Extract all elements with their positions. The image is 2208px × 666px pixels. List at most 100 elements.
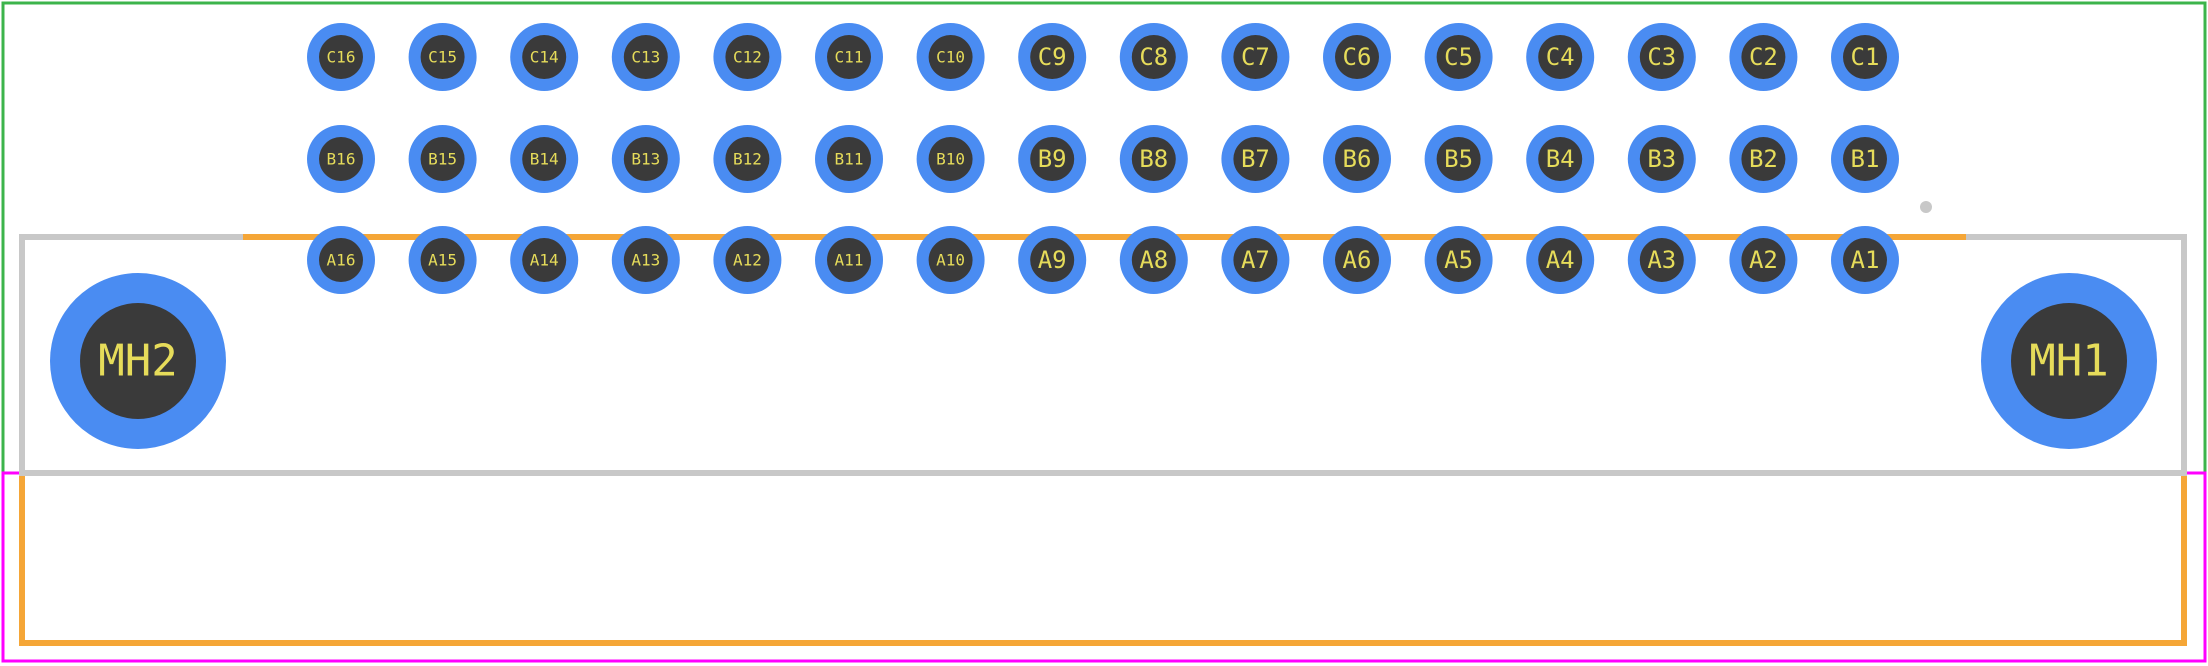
pad-hole: [725, 35, 770, 79]
pad-b9: B9: [1018, 125, 1087, 193]
pad-hole: [725, 137, 770, 181]
silkscreen-outline: [19, 234, 2187, 476]
pad-hole: [1538, 238, 1583, 282]
pad-hole: [1233, 137, 1278, 181]
pad-a8: A8: [1119, 226, 1188, 294]
pad-a3: A3: [1627, 226, 1696, 294]
pad-hole: [1741, 137, 1786, 181]
pad-a1: A1: [1831, 226, 1899, 294]
courtyard-outline-bottom: [1, 471, 2207, 663]
pad-label: C14: [530, 48, 559, 67]
pad-c13: C13: [611, 23, 680, 91]
pad-hole: [1843, 137, 1887, 181]
pad-hole: [928, 35, 973, 79]
pad-hole: [420, 137, 465, 181]
pad-label: A10: [936, 251, 965, 270]
pad-hole: [1131, 238, 1176, 282]
pad-a6: A6: [1323, 226, 1391, 294]
pad-hole: [522, 35, 567, 79]
pad-a13: A13: [611, 226, 680, 294]
pad-label: A2: [1749, 246, 1778, 274]
pad-b3: B3: [1627, 125, 1696, 193]
pad-label: B3: [1647, 145, 1676, 173]
pad-hole: [1436, 35, 1481, 79]
pad-label: A3: [1647, 246, 1676, 274]
pad-label: B7: [1241, 145, 1270, 173]
pad-label: B10: [936, 150, 965, 169]
pad-a15: A15: [408, 226, 477, 294]
pad-c1: C1: [1831, 23, 1899, 91]
pad-c2: C2: [1729, 23, 1798, 91]
pad-hole: [1233, 238, 1278, 282]
pad-label: A13: [631, 251, 660, 270]
pad-label: A7: [1241, 246, 1270, 274]
pad-a16: A16: [307, 226, 375, 294]
pad-hole: [1639, 35, 1684, 79]
pad-c14: C14: [510, 23, 579, 91]
pad-label: A15: [428, 251, 457, 270]
pad-c11: C11: [815, 23, 883, 91]
pad-b6: B6: [1323, 125, 1391, 193]
pad-c15: C15: [408, 23, 477, 91]
pad-hole: [1436, 238, 1481, 282]
pad-hole: [623, 35, 668, 79]
pad-hole: [319, 238, 363, 282]
pad-hole: [827, 238, 871, 282]
pad-label: C6: [1343, 43, 1372, 71]
pad-label: A6: [1343, 246, 1372, 274]
mounting-hole-label: MH2: [98, 336, 177, 387]
pad-hole: [827, 35, 871, 79]
pad-label: C7: [1241, 43, 1270, 71]
pad-hole: [420, 35, 465, 79]
pad-c12: C12: [713, 23, 782, 91]
pad-a10: A10: [916, 226, 985, 294]
pad-a5: A5: [1424, 226, 1493, 294]
pad-label: C16: [327, 48, 356, 67]
pad-label: A8: [1139, 246, 1168, 274]
pad-label: B5: [1444, 145, 1473, 173]
pad-b15: B15: [408, 125, 477, 193]
pad-c5: C5: [1424, 23, 1493, 91]
pad-c16: C16: [307, 23, 375, 91]
pad-label: C13: [631, 48, 660, 67]
pad-label: C12: [733, 48, 762, 67]
pad-label: A5: [1444, 246, 1473, 274]
pad-label: A9: [1038, 246, 1067, 274]
pad-b1: B1: [1831, 125, 1899, 193]
pad-label: B14: [530, 150, 559, 169]
pad-hole: [623, 238, 668, 282]
pad-hole: [1131, 35, 1176, 79]
pad-label: B8: [1139, 145, 1168, 173]
pad-b13: B13: [611, 125, 680, 193]
pad-label: B6: [1343, 145, 1372, 173]
pad-label: A16: [327, 251, 356, 270]
pad-hole: [1741, 35, 1786, 79]
pad-label: C15: [428, 48, 457, 67]
pad-c6: C6: [1323, 23, 1391, 91]
pad-hole: [319, 137, 363, 181]
pad-label: A4: [1546, 246, 1575, 274]
pad-label: C10: [936, 48, 965, 67]
pad-label: C5: [1444, 43, 1473, 71]
pad-hole: [1538, 35, 1583, 79]
pad-label: C1: [1851, 43, 1880, 71]
mounting-hole-right: MH1: [1981, 273, 2157, 449]
pin1-indicator-dot: [1920, 201, 1932, 213]
pad-hole: [1030, 238, 1075, 282]
pad-a12: A12: [713, 226, 782, 294]
pad-b4: B4: [1526, 125, 1595, 193]
pad-hole: [319, 35, 363, 79]
pad-label: A14: [530, 251, 559, 270]
pad-hole: [623, 137, 668, 181]
pad-a11: A11: [815, 226, 883, 294]
pad-hole: [420, 238, 465, 282]
pad-hole: [827, 137, 871, 181]
pad-hole: [1335, 35, 1379, 79]
pad-label: B2: [1749, 145, 1778, 173]
pad-label: A11: [835, 251, 864, 270]
pad-hole: [928, 238, 973, 282]
pad-hole: [1335, 137, 1379, 181]
pad-hole: [1843, 35, 1887, 79]
